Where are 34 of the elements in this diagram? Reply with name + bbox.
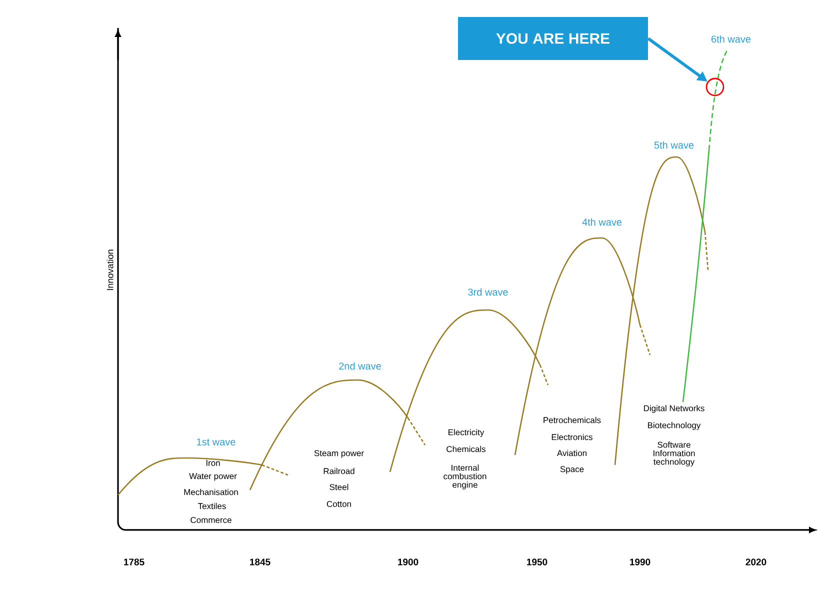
- wave-label: 3rd wave: [468, 288, 508, 296]
- innovation-label: Electricity: [448, 429, 484, 437]
- year-label: 1845: [250, 558, 270, 566]
- innovation-label: Railroad: [324, 468, 354, 474]
- wave-label: 1st wave: [197, 438, 236, 446]
- marker-circle: [706, 78, 724, 96]
- year-label: 1900: [398, 558, 418, 566]
- innovation-label: Steel: [330, 484, 348, 490]
- innovation-label: Software Information technology: [654, 442, 695, 466]
- innovation-label: Mechanisation: [184, 488, 238, 496]
- innovation-label: Textiles: [198, 502, 226, 510]
- innovation-label: Internal combustion engine: [444, 464, 486, 490]
- innovation-label: Digital Networks: [644, 405, 704, 413]
- wave-label: 4th wave: [582, 218, 622, 226]
- innovation-label: Chemicals: [446, 446, 486, 452]
- innovation-label: Petrochemicals: [544, 416, 601, 424]
- innovation-label: Iron: [206, 460, 220, 466]
- axis-title: Innovation: [106, 250, 114, 290]
- innovation-label: Space: [560, 466, 584, 474]
- year-label: 1990: [630, 558, 650, 566]
- innovation-label: Commerce: [190, 516, 232, 523]
- wave-label: 6th wave: [712, 35, 751, 43]
- year-label: 2020: [746, 558, 766, 566]
- year-label: 1785: [124, 558, 144, 566]
- innovation-label: Biotechnology: [648, 422, 701, 430]
- callout-box: YOU ARE HERE: [458, 17, 648, 60]
- wave-label: 2nd wave: [339, 362, 381, 370]
- innovation-label: Electronics: [552, 434, 592, 440]
- innovation-label: Water power: [189, 473, 237, 481]
- year-label: 1950: [527, 558, 548, 566]
- innovation-label: Steam power: [314, 450, 364, 458]
- wave-label: 5th wave: [654, 141, 694, 149]
- innovation-label: Cotton: [326, 500, 351, 507]
- innovation-label: Aviation: [556, 450, 586, 456]
